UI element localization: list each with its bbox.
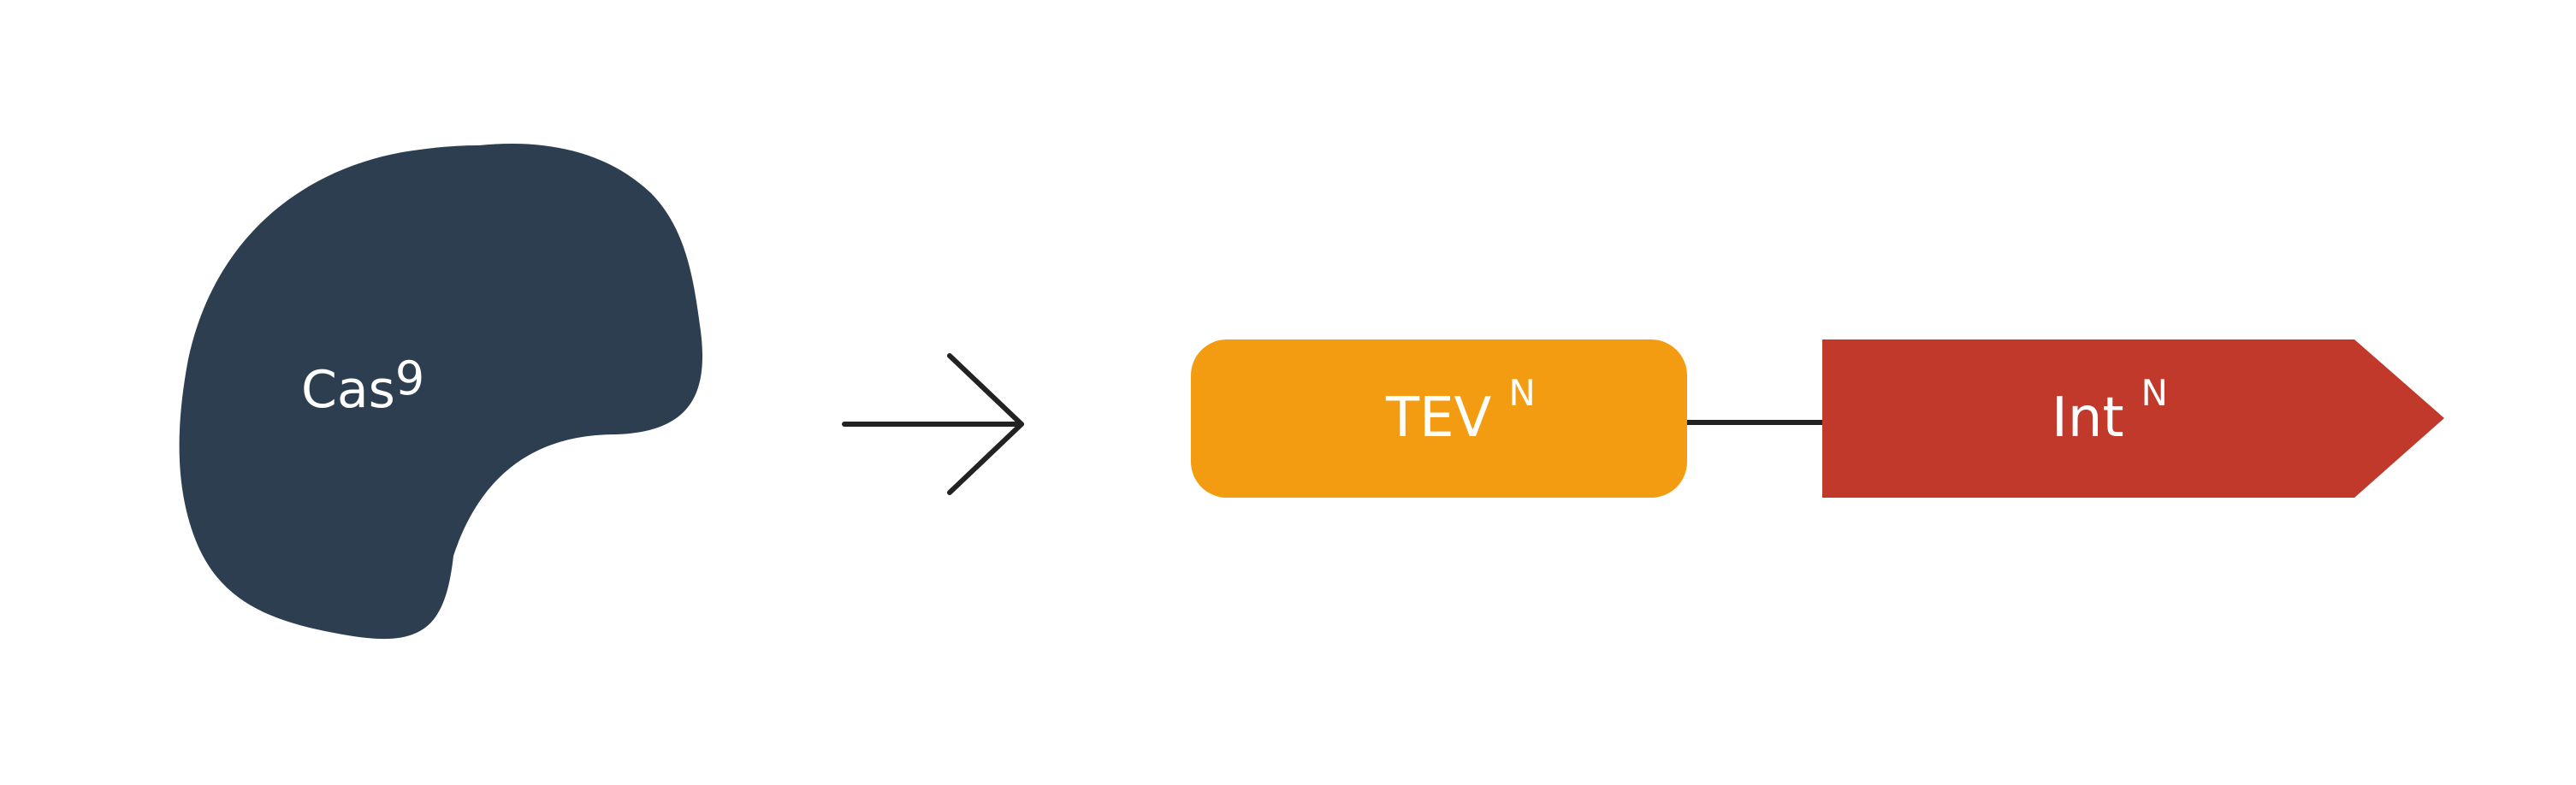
cas9-label: Cas9	[301, 351, 424, 420]
int-label-super: N	[2141, 372, 2168, 414]
tev-box	[1191, 339, 1687, 498]
tev-label: TEV N	[1385, 372, 1536, 450]
cas9-label-main: Cas	[301, 360, 395, 420]
int-box	[1822, 339, 2444, 498]
int-label-main: Int	[2052, 387, 2124, 450]
transform-arrow	[842, 353, 1024, 495]
cas9-blob	[179, 144, 703, 640]
arrow-head	[947, 353, 1024, 495]
cas9-label-super: 9	[395, 351, 424, 405]
tev-label-super: N	[1508, 372, 1535, 414]
int-label: Int N	[2052, 372, 2168, 450]
tev-label-main: TEV	[1385, 387, 1492, 450]
